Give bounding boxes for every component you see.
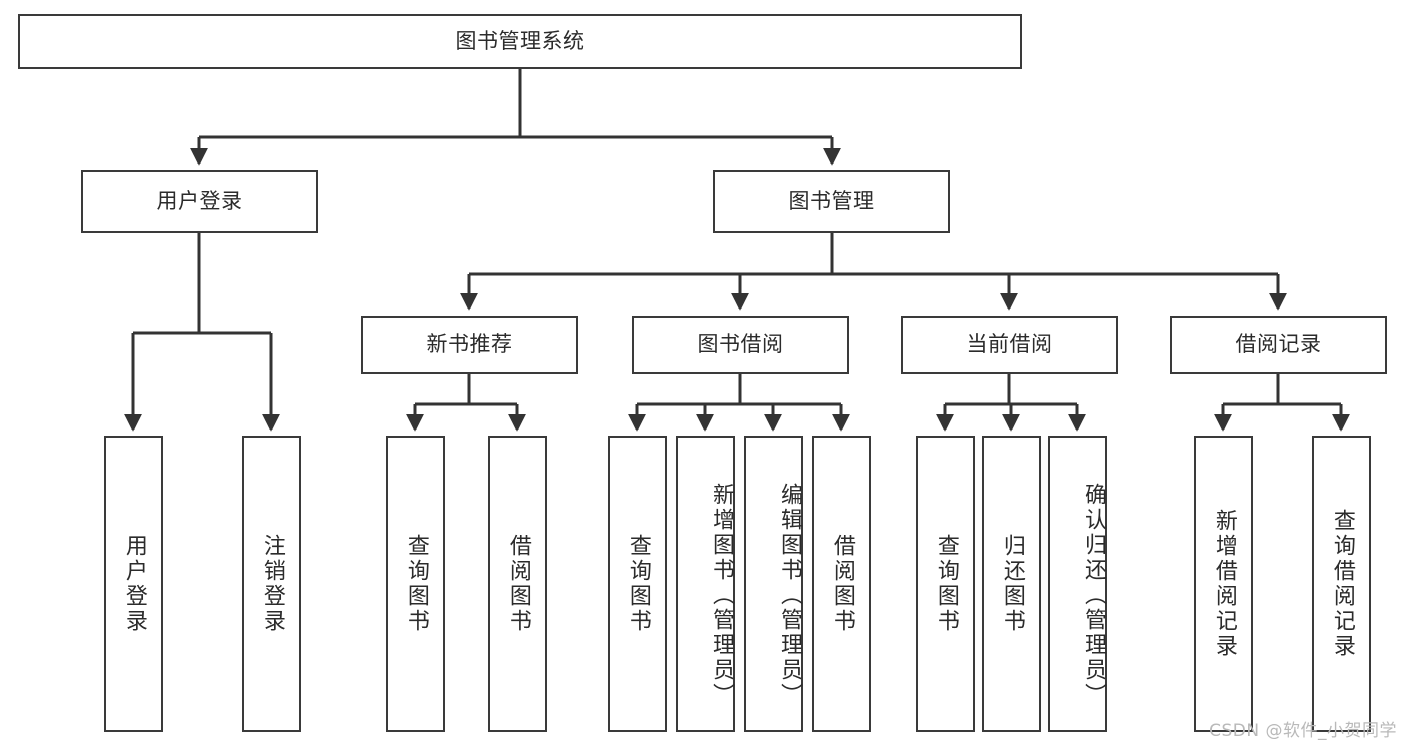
node-user-login[interactable]: 用户登录 bbox=[81, 170, 318, 233]
node-book-management[interactable]: 图书管理 bbox=[713, 170, 950, 233]
node-borrow-record[interactable]: 借阅记录 bbox=[1170, 316, 1387, 374]
leaf-add-borrow-record[interactable]: 新增借阅记录 bbox=[1194, 436, 1253, 732]
leaf-query-borrow-record[interactable]: 查询借阅记录 bbox=[1312, 436, 1371, 732]
leaf-logout[interactable]: 注销登录 bbox=[242, 436, 301, 732]
leaf-query-book-recommend[interactable]: 查询图书 bbox=[386, 436, 445, 732]
leaf-confirm-return-admin[interactable]: 确认归还（管理员） bbox=[1048, 436, 1107, 732]
leaf-edit-book-admin[interactable]: 编辑图书（管理员） bbox=[744, 436, 803, 732]
watermark-text: CSDN @软件_小贺同学 bbox=[1209, 721, 1397, 741]
node-book-borrow[interactable]: 图书借阅 bbox=[632, 316, 849, 374]
leaf-query-book-current[interactable]: 查询图书 bbox=[916, 436, 975, 732]
leaf-borrow-book[interactable]: 借阅图书 bbox=[812, 436, 871, 732]
node-new-book-recommend[interactable]: 新书推荐 bbox=[361, 316, 578, 374]
leaf-return-book[interactable]: 归还图书 bbox=[982, 436, 1041, 732]
leaf-add-book-admin[interactable]: 新增图书（管理员） bbox=[676, 436, 735, 732]
leaf-query-book-borrow[interactable]: 查询图书 bbox=[608, 436, 667, 732]
node-current-borrow[interactable]: 当前借阅 bbox=[901, 316, 1118, 374]
leaf-user-login[interactable]: 用户登录 bbox=[104, 436, 163, 732]
leaf-borrow-book-recommend[interactable]: 借阅图书 bbox=[488, 436, 547, 732]
node-root-system[interactable]: 图书管理系统 bbox=[18, 14, 1022, 69]
